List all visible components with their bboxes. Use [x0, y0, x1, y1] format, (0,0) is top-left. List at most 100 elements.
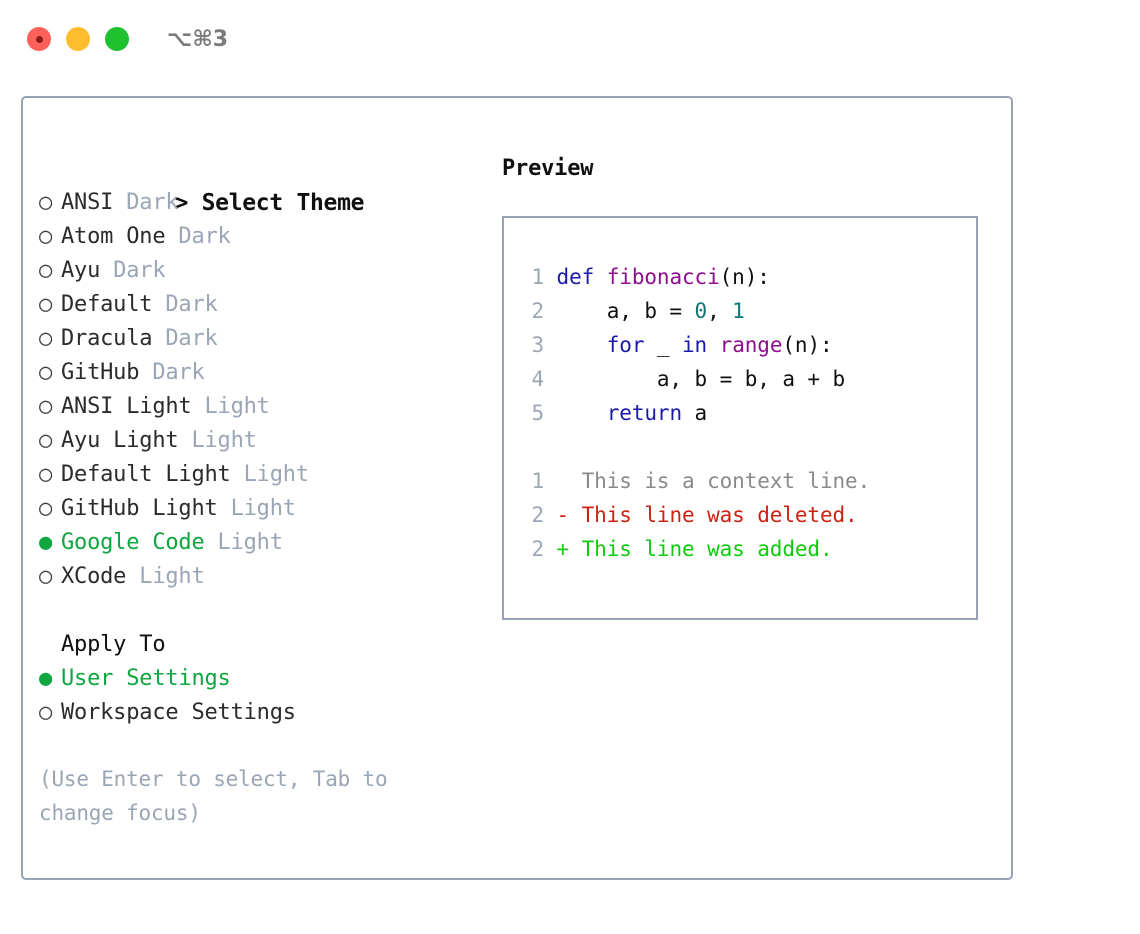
theme-option-kind: Dark	[126, 190, 179, 215]
diff-marker	[557, 469, 582, 493]
theme-option-kind: Dark	[165, 326, 218, 351]
code-line: 5 return a	[516, 396, 976, 430]
line-number: 5	[531, 401, 544, 425]
diff-line: 1 This is a context line.	[516, 464, 976, 498]
theme-option-label: GitHub	[61, 360, 140, 385]
label-gap	[178, 428, 191, 453]
diff-text: This line was added.	[581, 537, 833, 561]
apply-to-header: Apply To	[61, 632, 166, 657]
gutter-gap	[544, 401, 557, 425]
radio-unselected-icon: ○	[39, 700, 53, 725]
label-gap	[191, 394, 204, 419]
theme-option-xcode[interactable]: ○ XCode Light	[39, 560, 489, 594]
theme-list-panel: > Select Theme ○ANSI Dark○Atom One Dark○…	[39, 152, 489, 730]
hint-text: (Use Enter to select, Tab to change focu…	[39, 767, 388, 825]
list-spacer	[39, 594, 489, 628]
apply-to-options-list[interactable]: ●User Settings○Workspace Settings	[39, 662, 489, 730]
code-token-num: 0	[694, 299, 708, 323]
line-number: 1	[531, 469, 544, 493]
gutter-gap	[544, 537, 557, 561]
theme-option-ayu-light[interactable]: ○Ayu Light Light	[39, 424, 489, 458]
theme-option-dracula[interactable]: ○Dracula Dark	[39, 322, 489, 356]
page-title: Select Theme	[201, 190, 365, 216]
keyboard-shortcut-label: ⌥⌘3	[167, 26, 229, 52]
code-token-pl: (n):	[782, 333, 833, 357]
theme-option-atom-one[interactable]: ○Atom One Dark	[39, 220, 489, 254]
radio-selected-icon: ●	[39, 666, 53, 691]
radio-unselected-icon: ○	[39, 496, 53, 521]
gutter-gap	[544, 299, 557, 323]
gutter-gap	[544, 503, 557, 527]
theme-option-kind: Light	[139, 564, 205, 589]
line-number: 2	[531, 537, 544, 561]
gutter-gap	[544, 333, 557, 357]
theme-option-kind: Light	[230, 496, 296, 521]
code-token-pl	[557, 401, 607, 425]
diff-line: 2 + This line was added.	[516, 532, 976, 566]
theme-option-label: Ayu Light	[61, 428, 179, 453]
code-token-kw: return	[606, 401, 682, 425]
label-gap	[113, 190, 126, 215]
theme-option-default[interactable]: ○ Default Dark	[39, 288, 489, 322]
code-token-pl: ,	[707, 299, 733, 323]
theme-option-default-light[interactable]: ○Default Light Light	[39, 458, 489, 492]
label-gap	[231, 462, 244, 487]
theme-option-kind: Dark	[152, 360, 205, 385]
theme-option-kind: Light	[217, 530, 283, 555]
theme-option-kind: Dark	[178, 224, 231, 249]
theme-option-kind: Dark	[113, 258, 166, 283]
theme-option-kind: Light	[243, 462, 309, 487]
close-button-icon[interactable]	[27, 27, 51, 51]
theme-option-kind: Dark	[165, 292, 218, 317]
apply-to-option-user-settings[interactable]: ●User Settings	[39, 662, 489, 696]
code-token-num: 1	[732, 299, 745, 323]
theme-option-google-code[interactable]: ●Google Code Light	[39, 526, 489, 560]
minimize-button-icon[interactable]	[66, 27, 90, 51]
theme-option-label: Atom One	[61, 224, 166, 249]
code-line: 2 a, b = 0, 1	[516, 294, 976, 328]
theme-picker-dialog: > Select Theme ○ANSI Dark○Atom One Dark○…	[21, 96, 1013, 880]
theme-option-ansi-light[interactable]: ○ ANSI Light Light	[39, 390, 489, 424]
gutter-gap	[544, 265, 557, 289]
diff-marker: -	[556, 503, 582, 527]
caret-icon: >	[174, 190, 189, 216]
code-token-kw: def	[556, 265, 595, 289]
select-theme-header: > Select Theme	[39, 152, 489, 216]
code-token-pl: a	[682, 401, 708, 425]
theme-option-label: ANSI Light	[61, 394, 192, 419]
apply-to-option-workspace-settings[interactable]: ○Workspace Settings	[39, 696, 489, 730]
zoom-button-icon[interactable]	[105, 27, 129, 51]
label-gap	[205, 530, 218, 555]
code-token-pl	[594, 265, 607, 289]
theme-option-kind: Light	[204, 394, 270, 419]
theme-option-ayu[interactable]: ○Ayu Dark	[39, 254, 489, 288]
theme-option-github-light[interactable]: ○GitHub Light Light	[39, 492, 489, 526]
window-controls	[27, 27, 129, 51]
theme-options-list[interactable]: ○ANSI Dark○Atom One Dark○Ayu Dark○Defaul…	[39, 186, 489, 594]
label-gap	[139, 360, 152, 385]
theme-option-label: XCode	[61, 564, 127, 589]
code-token-pl	[557, 333, 607, 357]
label-gap	[152, 292, 165, 317]
preview-title: Preview	[502, 156, 594, 181]
code-blank-line	[516, 430, 976, 464]
theme-option-label: Dracula	[61, 326, 153, 351]
theme-option-github[interactable]: ○GitHub Dark	[39, 356, 489, 390]
theme-option-label: ANSI	[61, 190, 114, 215]
code-token-kw: in	[682, 333, 708, 357]
radio-unselected-icon: ○	[39, 564, 53, 589]
label-gap	[152, 326, 165, 351]
radio-unselected-icon: ○	[39, 292, 53, 317]
gutter-gap	[544, 367, 557, 391]
theme-option-kind: Light	[191, 428, 257, 453]
code-token-pl: a, b = b, a + b	[556, 367, 846, 391]
theme-option-label: Default	[61, 292, 153, 317]
line-number: 3	[531, 333, 544, 357]
radio-unselected-icon: ○	[39, 394, 53, 419]
code-token-pl	[707, 333, 720, 357]
theme-option-ansi[interactable]: ○ANSI Dark	[39, 186, 489, 220]
diff-marker: +	[556, 537, 582, 561]
